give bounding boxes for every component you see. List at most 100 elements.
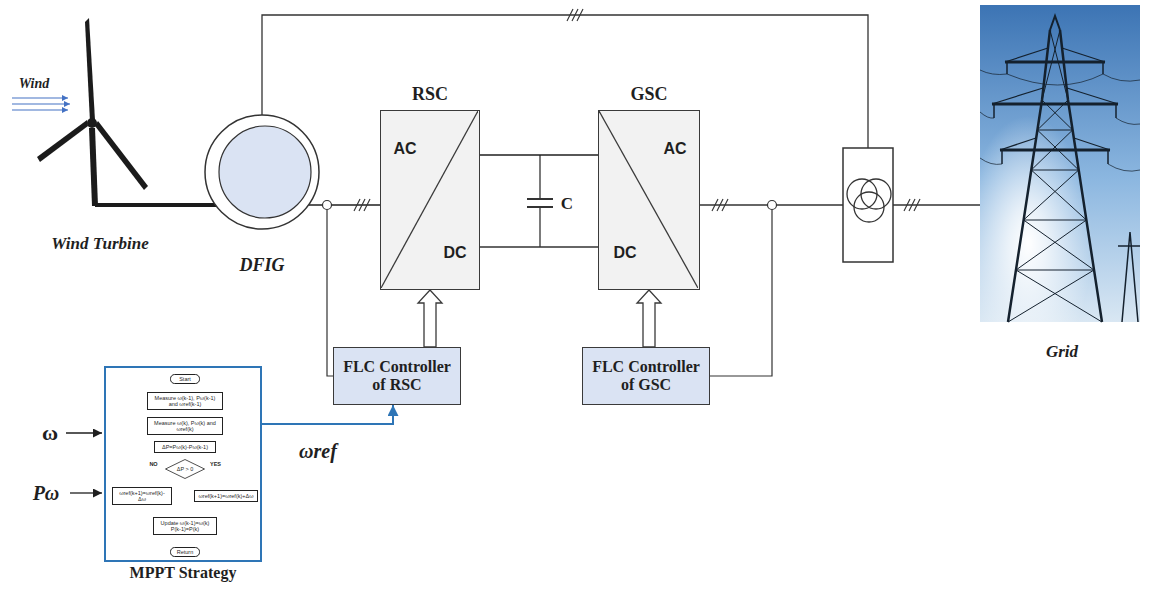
generator-circle: DFIG bbox=[204, 114, 320, 230]
wind-turbine bbox=[37, 18, 148, 206]
grid-picture bbox=[1008, 270, 1094, 322]
grid-picture bbox=[1037, 130, 1072, 131]
ac-label: AC bbox=[663, 140, 686, 158]
three-phase-mark bbox=[572, 9, 578, 21]
dc-label: DC bbox=[613, 244, 636, 262]
input-arrow bbox=[66, 433, 102, 493]
flow-step-text: ΔP > 0 bbox=[177, 466, 194, 472]
input-signal: ω bbox=[42, 420, 58, 445]
grid-picture bbox=[1016, 270, 1094, 271]
three-phase-mark bbox=[717, 199, 723, 211]
flow-step-text: Start bbox=[179, 376, 191, 382]
grid-picture bbox=[992, 103, 1118, 106]
wind-turbine bbox=[85, 18, 95, 122]
grid-label: Grid bbox=[1046, 342, 1078, 362]
grid-picture bbox=[1008, 30, 1102, 322]
grid-picture bbox=[1024, 220, 1094, 270]
grid-picture bbox=[994, 62, 1116, 164]
grid-picture bbox=[1005, 48, 1048, 62]
wind-arrows bbox=[12, 98, 70, 110]
flow-process: ωref(k+1)=ωref(k)-Δω bbox=[112, 487, 172, 505]
three-phase-mark bbox=[722, 199, 728, 211]
converter-box: GSCACDC bbox=[598, 110, 700, 290]
transformer-symbol bbox=[854, 192, 884, 222]
grid-picture bbox=[1016, 220, 1086, 270]
dc-link bbox=[480, 246, 598, 247]
wind-turbine bbox=[95, 121, 148, 190]
decision-diamond bbox=[166, 460, 205, 479]
converter-label: RSC bbox=[412, 84, 448, 105]
flow-process: Measure ω(k-1), Pω(k-1) and ωref(k-1) bbox=[147, 392, 223, 410]
converter-diagonal bbox=[599, 111, 698, 288]
grid-picture bbox=[1000, 138, 1036, 150]
mppt-frame: MPPT StrategyStartMeasure ω(k-1), Pω(k-1… bbox=[104, 366, 262, 562]
grid-picture bbox=[1050, 30, 1068, 100]
signal-label: ωref bbox=[298, 440, 338, 463]
grid-picture bbox=[1031, 170, 1086, 220]
three-phase-mark bbox=[904, 199, 910, 211]
controller-box: FLC Controller of RSC bbox=[333, 347, 461, 405]
converter-diagonal bbox=[381, 111, 478, 288]
grid-picture bbox=[1037, 130, 1078, 170]
grid-picture bbox=[980, 5, 1140, 322]
grid-picture bbox=[1016, 270, 1102, 322]
grid-picture bbox=[1037, 100, 1068, 130]
wind-label: Wind bbox=[19, 76, 50, 92]
control-arrow bbox=[637, 290, 661, 347]
grid-picture bbox=[1042, 100, 1073, 130]
grid-picture bbox=[980, 158, 1002, 164]
grid-picture bbox=[1005, 61, 1105, 64]
flow-step-text: ΔP=Pω(k)-Pω(k-1) bbox=[158, 444, 212, 450]
converter-box: RSCACDC bbox=[380, 110, 480, 290]
branch-label: NO bbox=[148, 461, 158, 467]
flow-process: ΔP=Pω(k)-Pω(k-1) bbox=[154, 441, 216, 452]
grid-picture bbox=[1108, 164, 1140, 171]
controller-box: FLC Controller of GSC bbox=[582, 347, 710, 405]
stator-wire bbox=[262, 15, 868, 148]
three-phase-mark bbox=[359, 199, 365, 211]
grid-picture bbox=[1031, 130, 1072, 170]
grid-picture bbox=[1102, 62, 1104, 74]
reference-signal bbox=[262, 405, 393, 424]
grid-picture bbox=[1007, 74, 1103, 85]
grid-picture bbox=[1050, 16, 1060, 30]
grid-picture bbox=[980, 5, 1140, 322]
grid-picture bbox=[1067, 88, 1118, 104]
generator-symbol bbox=[205, 115, 319, 229]
three-phase-mark bbox=[712, 199, 718, 211]
flow-process: Update ω(k-1)=ω(k) P(k-1)=P(k) bbox=[153, 517, 217, 535]
transformer-symbol bbox=[843, 148, 893, 262]
transformer-symbol bbox=[843, 148, 893, 262]
grid-picture bbox=[993, 104, 995, 118]
ac-label: AC bbox=[393, 140, 416, 158]
grid-picture bbox=[1107, 150, 1109, 164]
grid-picture bbox=[1103, 74, 1140, 81]
flow-step-text: Measure ω(k), Pω(k) and ωref(k) bbox=[151, 420, 219, 433]
converter-diagonal bbox=[381, 111, 478, 288]
grid-picture bbox=[1116, 118, 1140, 124]
flow-step-text: ωref(k+1)=ωref(k)+Δω bbox=[198, 493, 254, 499]
capacitor-label: C bbox=[561, 194, 573, 214]
grid-picture bbox=[980, 70, 1007, 75]
wind-arrows bbox=[12, 103, 70, 104]
grid-picture bbox=[1115, 104, 1117, 118]
dc-link bbox=[480, 155, 598, 247]
rotor-wire bbox=[308, 204, 380, 205]
grid-picture bbox=[980, 16, 1140, 322]
grid-picture bbox=[1031, 170, 1078, 171]
three-phase-mark bbox=[354, 199, 360, 211]
wind-arrows bbox=[12, 109, 68, 110]
flow-process: ωref(k+1)=ωref(k)+Δω bbox=[194, 490, 258, 501]
branch-label: YES bbox=[209, 461, 222, 467]
flow-terminal: Return bbox=[170, 547, 200, 556]
converter-diagonal bbox=[599, 111, 698, 288]
wind-turbine bbox=[87, 118, 97, 128]
three-phase-mark bbox=[909, 199, 915, 211]
controller-label: FLC Controller of GSC bbox=[587, 358, 705, 395]
dc-link bbox=[539, 155, 540, 199]
grid-picture bbox=[1024, 170, 1079, 220]
dc-label: DC bbox=[443, 244, 466, 262]
flow-step-text: Return bbox=[177, 549, 194, 555]
flow-decision: ΔP > 0 bbox=[165, 459, 205, 479]
